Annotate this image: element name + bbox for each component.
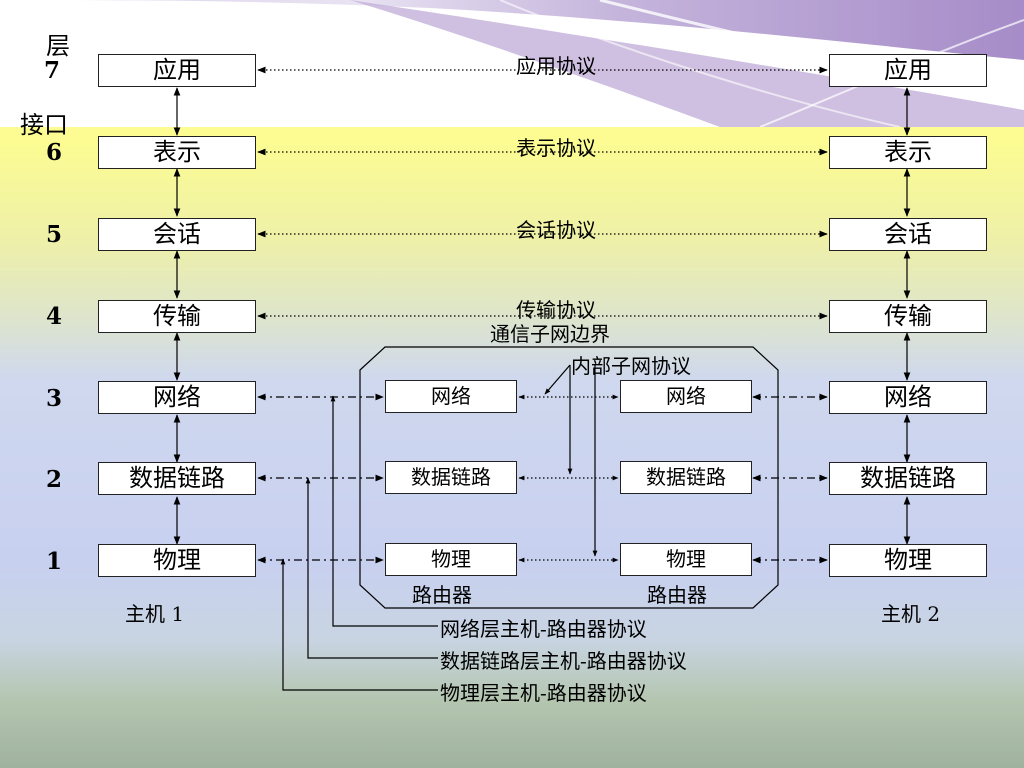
router2-datalink-layer: 数据链路 (620, 461, 752, 494)
host1-label: 主机 1 (125, 602, 185, 626)
subnet-boundary-label: 通信子网边界 (490, 322, 610, 346)
host2-network-layer: 网络 (829, 381, 987, 414)
host2-session-layer: 会话 (829, 218, 987, 251)
presentation-protocol-label: 表示协议 (516, 136, 596, 160)
host-router-leaders (280, 395, 438, 691)
host1-transport-layer: 传输 (98, 300, 256, 333)
network-host-router-protocol-label: 网络层主机-路由器协议 (440, 617, 647, 641)
router-router-lines (518, 394, 619, 563)
internal-subnet-protocol-label: 内部子网协议 (571, 354, 691, 378)
host2-transport-layer: 传输 (829, 300, 987, 333)
layer-number-3: 3 (46, 385, 63, 412)
layer-number-5: 5 (46, 221, 63, 248)
host2-physical-layer: 物理 (829, 544, 987, 577)
physical-host-router-protocol-label: 物理层主机-路由器协议 (440, 681, 647, 705)
host1-physical-layer: 物理 (98, 544, 256, 577)
host2-presentation-layer: 表示 (829, 136, 987, 169)
transport-protocol-label: 传输协议 (516, 298, 596, 322)
host1-session-layer: 会话 (98, 218, 256, 251)
datalink-host-router-protocol-label: 数据链路层主机-路由器协议 (440, 649, 687, 673)
router1-datalink-layer: 数据链路 (385, 461, 517, 494)
subnet-boundary (359, 346, 779, 609)
host-router-lines (257, 393, 828, 564)
host1-network-layer: 网络 (98, 381, 256, 414)
application-protocol-label: 应用协议 (516, 54, 596, 78)
router1-physical-layer: 物理 (385, 543, 517, 576)
host2-datalink-layer: 数据链路 (829, 462, 987, 495)
host1-application-layer: 应用 (98, 54, 256, 87)
router1-network-layer: 网络 (385, 380, 517, 413)
session-protocol-label: 会话协议 (516, 218, 596, 242)
router2-physical-layer: 物理 (620, 543, 752, 576)
layer-number-6: 6 (46, 139, 63, 166)
host2-application-layer: 应用 (829, 54, 987, 87)
layer-number-1: 1 (46, 548, 63, 575)
interface-label: 接口 (20, 111, 68, 139)
router2-network-layer: 网络 (620, 380, 752, 413)
host1-presentation-layer: 表示 (98, 136, 256, 169)
peer-protocol-lines (257, 66, 828, 320)
layer-number-7: 7 (44, 57, 61, 84)
layer-number-2: 2 (46, 466, 63, 493)
host2-label: 主机 2 (881, 602, 941, 626)
router1-label: 路由器 (412, 583, 472, 607)
layer-header-label: 层 (46, 32, 70, 60)
host1-datalink-layer: 数据链路 (98, 462, 256, 495)
internal-protocol-pointers (544, 364, 598, 557)
router2-label: 路由器 (647, 583, 707, 607)
layer-number-4: 4 (46, 303, 63, 330)
